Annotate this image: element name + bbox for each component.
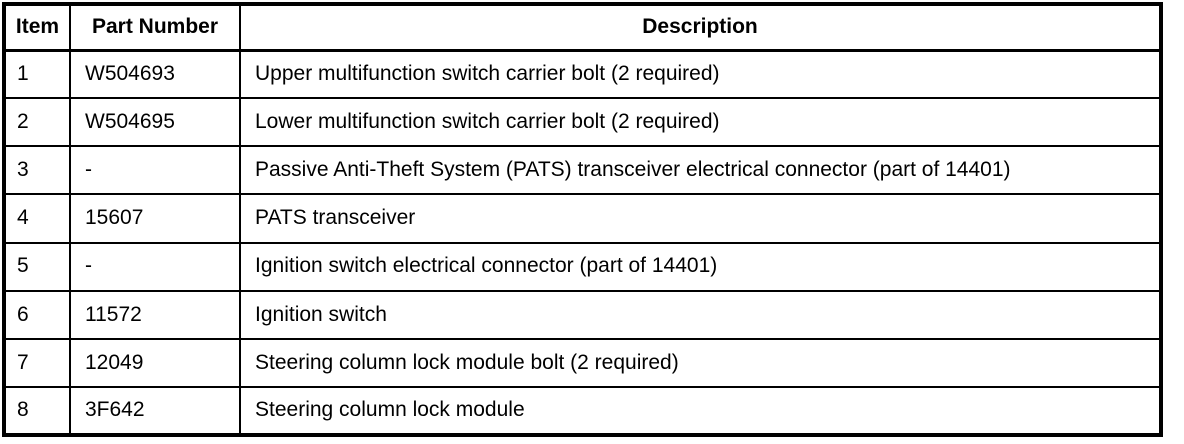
part-number-cell: W504695	[69, 97, 241, 148]
column-header-item: Item	[3, 3, 71, 52]
part-number-cell: W504693	[69, 48, 241, 100]
description-cell: Ignition switch electrical connector (pa…	[239, 241, 1162, 292]
column-header-part-number: Part Number	[69, 3, 241, 52]
description-cell: Steering column lock module bolt (2 requ…	[239, 337, 1162, 388]
table-row: 8 3F642 Steering column lock module	[3, 385, 1162, 437]
item-cell: 7	[3, 337, 71, 388]
item-cell: 5	[3, 241, 71, 292]
parts-table-header: Item Part Number Description	[3, 3, 1162, 52]
item-cell: 6	[3, 289, 71, 340]
description-cell: Steering column lock module	[239, 385, 1162, 437]
item-cell: 4	[3, 193, 71, 244]
item-cell: 3	[3, 145, 71, 196]
description-cell: Lower multifunction switch carrier bolt …	[239, 97, 1162, 148]
table-row: 4 15607 PATS transceiver	[3, 193, 1162, 244]
item-cell: 2	[3, 97, 71, 148]
table-row: 2 W504695 Lower multifunction switch car…	[3, 97, 1162, 148]
header-row: Item Part Number Description	[3, 3, 1162, 52]
description-cell: Ignition switch	[239, 289, 1162, 340]
item-cell: 8	[3, 385, 71, 437]
table-row: 6 11572 Ignition switch	[3, 289, 1162, 340]
column-header-description: Description	[239, 3, 1162, 52]
description-cell: Passive Anti-Theft System (PATS) transce…	[239, 145, 1162, 196]
part-number-cell: 11572	[69, 289, 241, 340]
part-number-cell: -	[69, 241, 241, 292]
table-row: 3 - Passive Anti-Theft System (PATS) tra…	[3, 145, 1162, 196]
parts-table: Item Part Number Description 1 W504693 U…	[2, 2, 1163, 437]
item-cell: 1	[3, 48, 71, 100]
part-number-cell: -	[69, 145, 241, 196]
table-row: 5 - Ignition switch electrical connector…	[3, 241, 1162, 292]
table-row: 1 W504693 Upper multifunction switch car…	[3, 48, 1162, 100]
description-cell: PATS transceiver	[239, 193, 1162, 244]
table-row: 7 12049 Steering column lock module bolt…	[3, 337, 1162, 388]
part-number-cell: 15607	[69, 193, 241, 244]
part-number-cell: 12049	[69, 337, 241, 388]
part-number-cell: 3F642	[69, 385, 241, 437]
description-cell: Upper multifunction switch carrier bolt …	[239, 48, 1162, 100]
parts-table-body: 1 W504693 Upper multifunction switch car…	[3, 48, 1162, 437]
